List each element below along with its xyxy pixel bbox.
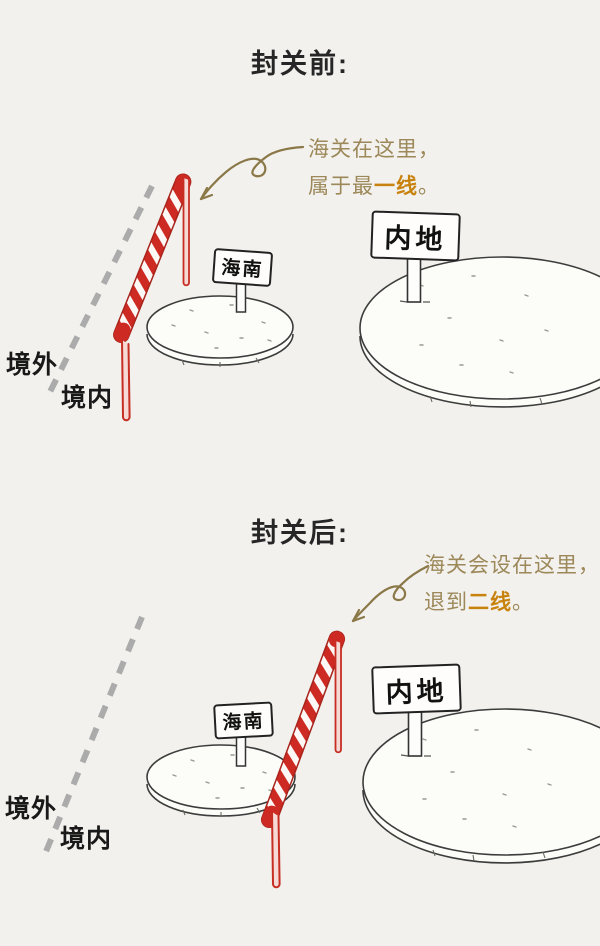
annotation-line1: 海关会设在这里， bbox=[424, 554, 600, 577]
island-speckles bbox=[419, 275, 549, 374]
hainan-sign: 海南 bbox=[213, 701, 274, 740]
annotation-after: 海关会设在这里， 退到二线。 bbox=[424, 547, 600, 621]
label-outside-border: 境外 bbox=[5, 795, 58, 823]
barrier-hang-line bbox=[334, 640, 342, 754]
panel-after-title: 封关后: bbox=[251, 518, 349, 548]
island-rim-ticks bbox=[182, 807, 261, 817]
label-inside-border: 境内 bbox=[60, 825, 113, 853]
arrowhead bbox=[199, 186, 214, 201]
panel-before-drawing bbox=[43, 145, 600, 422]
hainan-sign-post bbox=[235, 281, 247, 313]
barrier-drop-line bbox=[271, 811, 281, 889]
hainan-island bbox=[146, 295, 294, 367]
boundary-dashed-line bbox=[43, 184, 155, 402]
island-rim-ticks bbox=[181, 357, 260, 367]
island-rim-ticks bbox=[432, 849, 546, 862]
post-base-marks bbox=[400, 754, 431, 757]
boundary-dashed-line bbox=[42, 615, 145, 856]
island-speckles bbox=[171, 304, 272, 349]
island-speckles bbox=[172, 754, 273, 799]
barrier-base bbox=[113, 322, 131, 343]
label-outside-border: 境外 bbox=[6, 351, 59, 379]
annotation-arrow-before bbox=[199, 145, 305, 201]
highlight-first-line: 一线 bbox=[374, 175, 418, 198]
island-rim-ticks bbox=[429, 395, 543, 408]
mainland-sign: 内地 bbox=[371, 663, 462, 715]
panel-before-title: 封关前: bbox=[251, 49, 349, 79]
annotation-arrow-after bbox=[351, 564, 430, 623]
arrowhead bbox=[351, 608, 366, 623]
annotation-line2: 退到二线。 bbox=[424, 591, 534, 614]
island-speckles bbox=[422, 729, 552, 828]
highlight-second-line: 二线 bbox=[468, 591, 512, 614]
mainland-island bbox=[362, 708, 600, 864]
annotation-before: 海关在这里， 属于最一线。 bbox=[308, 131, 440, 205]
annotation-line2: 属于最一线。 bbox=[308, 175, 440, 198]
post-base-marks bbox=[399, 300, 430, 303]
customs-barrier-before bbox=[113, 173, 192, 422]
customs-barrier-after bbox=[260, 630, 346, 889]
mainland-island bbox=[359, 256, 600, 408]
mainland-sign-post bbox=[407, 707, 423, 757]
label-inside-border: 境内 bbox=[61, 384, 114, 412]
mainland-sign: 内地 bbox=[370, 210, 461, 262]
panel-after-drawing bbox=[42, 564, 600, 889]
hainan-sign-post bbox=[235, 733, 247, 767]
mainland-sign-post bbox=[406, 255, 422, 303]
barrier-drop-line bbox=[121, 339, 131, 422]
hainan-sign: 海南 bbox=[211, 247, 274, 288]
barrier-hang-line bbox=[182, 177, 190, 287]
annotation-line1: 海关在这里， bbox=[308, 138, 440, 161]
hainan-island bbox=[146, 744, 296, 817]
